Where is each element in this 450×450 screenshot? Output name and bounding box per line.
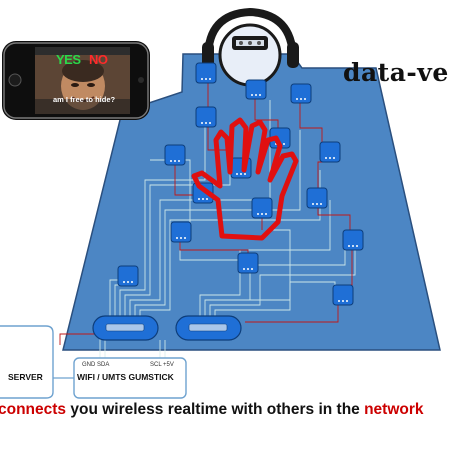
server-label: SERVER (8, 372, 43, 382)
module (170, 221, 192, 243)
module (319, 141, 341, 163)
module (195, 106, 217, 128)
phone-yes-label: YES (56, 52, 81, 67)
gumstick-label: WIFI / UMTS GUMSTICK (77, 372, 174, 382)
pin-sda: SDA (97, 362, 110, 368)
phone-icon (2, 41, 150, 120)
connector-boards (92, 315, 242, 341)
module (251, 197, 273, 219)
hand-icon (191, 117, 299, 241)
module (237, 252, 259, 274)
phone-no-label: NO (89, 52, 108, 67)
module (306, 187, 328, 209)
phone-question: am I free to hide? (53, 95, 116, 104)
module (117, 265, 139, 287)
headphones-icon (202, 7, 299, 87)
pin-5v: +5V (163, 362, 174, 368)
title: data-ve (343, 58, 449, 87)
server-box (0, 325, 54, 399)
caption-network: network (364, 401, 424, 418)
module (164, 144, 186, 166)
module (332, 284, 354, 306)
caption-middle: you wireless realtime with others in the (66, 401, 365, 418)
module (342, 229, 364, 251)
pin-scl: SCL (150, 362, 162, 368)
pin-gnd: GND (82, 362, 96, 368)
module (245, 79, 267, 100)
wire-bundle (99, 100, 356, 360)
sensor-modules (117, 62, 364, 306)
module (290, 83, 312, 104)
caption-connects: connects (0, 401, 67, 418)
module-pins (123, 78, 358, 302)
module (195, 62, 217, 84)
caption: connects you wireless realtime with othe… (0, 401, 424, 419)
